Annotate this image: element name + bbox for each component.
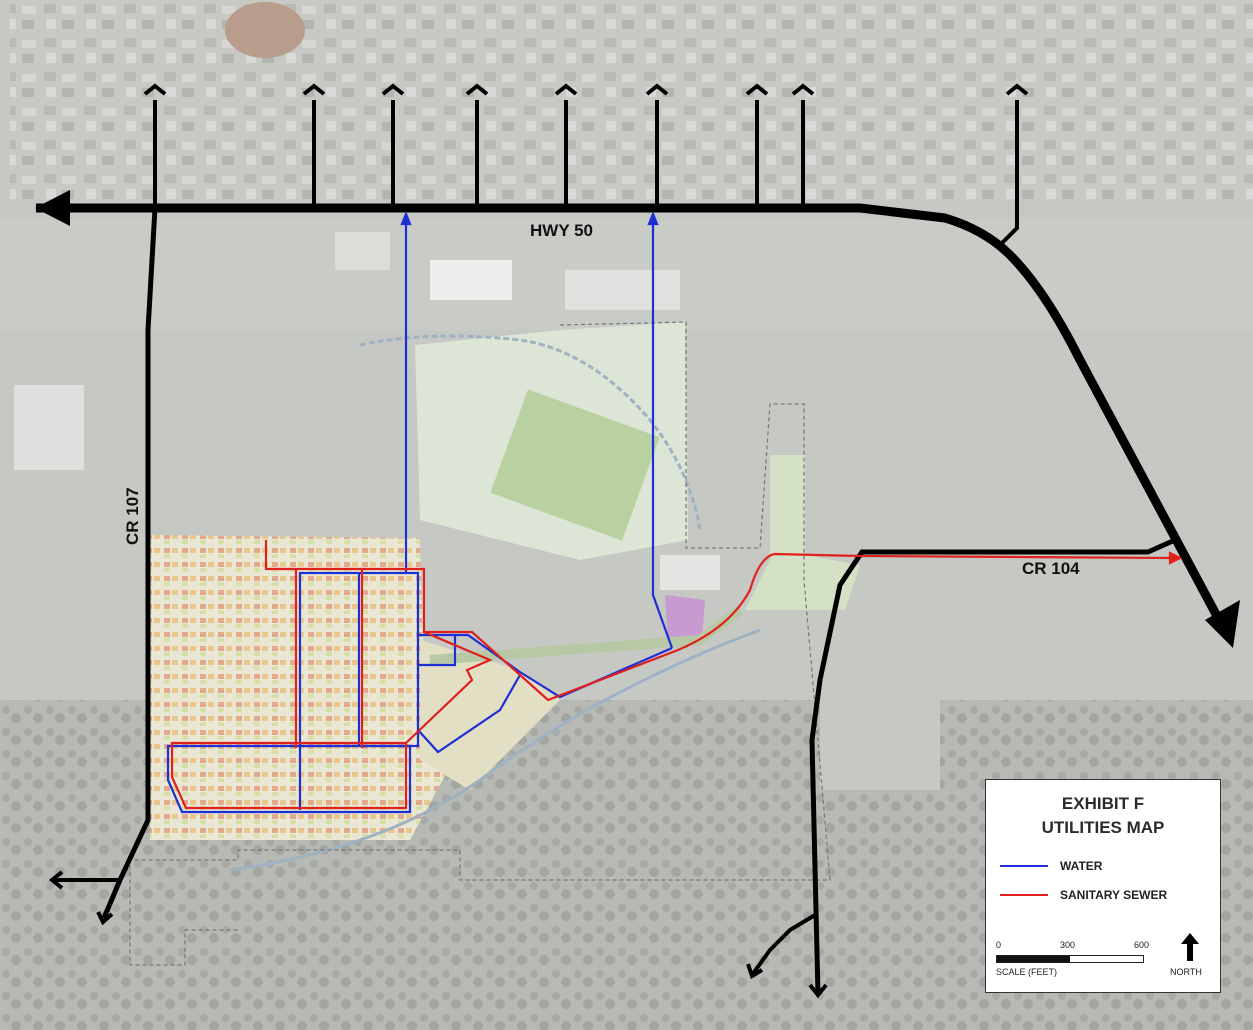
sewer-main <box>264 540 1176 702</box>
north-arrow-icon <box>1181 933 1199 961</box>
scale-tick-0: 0 <box>996 940 1002 950</box>
water-main-east <box>651 218 674 649</box>
north-label: NORTH <box>1170 967 1202 977</box>
parking-lot <box>660 555 720 590</box>
water-legend-label: WATER <box>1060 859 1103 873</box>
creek <box>359 334 702 531</box>
sewer-swatch <box>1000 894 1048 896</box>
water-loop-south <box>166 744 412 814</box>
south-spur <box>750 913 817 977</box>
cr-107-label: CR 107 <box>123 487 142 545</box>
cr-104-line <box>809 537 1177 996</box>
water-lines <box>166 211 674 814</box>
road-network <box>35 83 1240 999</box>
cr-107-line <box>101 207 158 919</box>
sports-fields <box>490 389 660 541</box>
hwy-50-label: HWY 50 <box>530 221 593 240</box>
trailer-park <box>820 640 940 790</box>
sewer-lines <box>170 540 1183 810</box>
track-field <box>225 2 305 58</box>
building-purple <box>665 595 705 640</box>
scale-tick-300: 300 <box>1060 940 1076 950</box>
building-roof <box>335 232 390 270</box>
hwy-50-line <box>36 203 1222 621</box>
scale-tick-600: 600 <box>1134 940 1150 950</box>
hwy-50-south-arrow <box>1205 600 1240 648</box>
scale-units: SCALE (FEET) <box>996 967 1058 977</box>
creek-south <box>229 628 761 872</box>
legend-title: EXHIBIT F <box>1061 794 1145 813</box>
hwy-50-west-arrow <box>35 190 70 226</box>
water-swatch <box>1000 865 1048 867</box>
legend-subtitle: UTILITIES MAP <box>1041 818 1165 837</box>
north-arrowheads <box>143 83 1029 96</box>
legend: EXHIBIT F UTILITIES MAP WATER SANITARY S… <box>985 779 1221 993</box>
connector-north <box>998 100 1019 247</box>
sewer-legend-label: SANITARY SEWER <box>1060 888 1168 902</box>
green-area <box>745 455 860 610</box>
greenhouses <box>14 385 84 470</box>
building-roof <box>565 270 680 310</box>
building-roof <box>430 260 512 300</box>
scale-bar <box>996 955 1144 963</box>
cr-104-label: CR 104 <box>1022 559 1080 578</box>
sewer-loop-south <box>170 741 408 810</box>
development-south <box>160 745 410 812</box>
town-blocks <box>10 0 1253 200</box>
property-boundary <box>129 321 831 966</box>
development-east <box>420 640 560 790</box>
